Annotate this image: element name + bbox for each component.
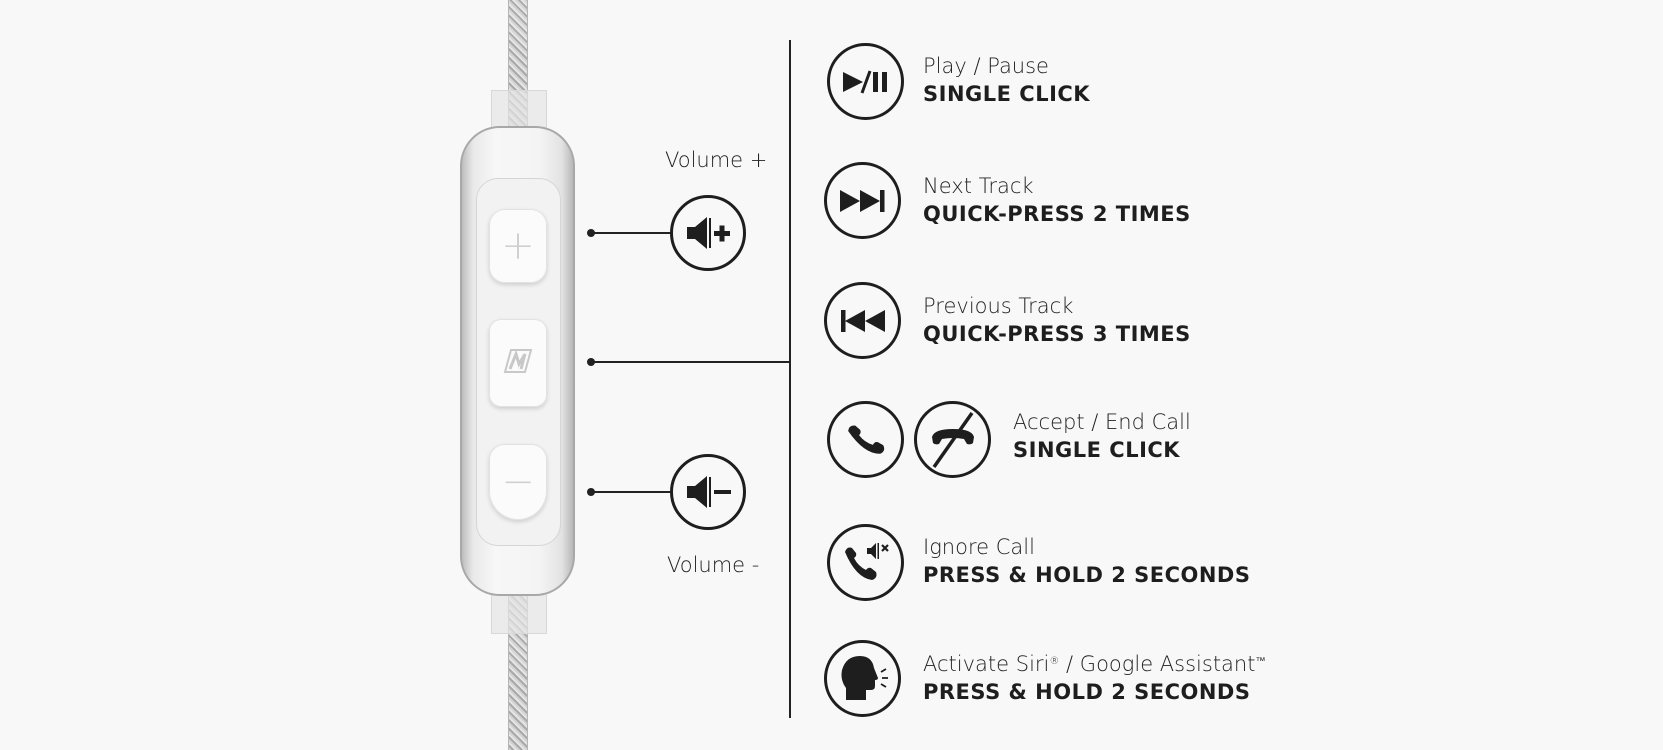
function-text: Previous Track QUICK-PRESS 3 TIMES <box>923 292 1191 348</box>
function-title: Activate Siri® / Google Assistant™ <box>923 650 1265 678</box>
function-text: Accept / End Call SINGLE CLICK <box>1013 408 1191 464</box>
plus-icon: + <box>501 223 535 269</box>
remote-body: + − <box>460 126 575 596</box>
function-action: PRESS & HOLD 2 SECONDS <box>923 680 1251 704</box>
accept-call-icon <box>827 401 904 478</box>
function-action: QUICK-PRESS 3 TIMES <box>923 322 1191 346</box>
next-track-icon <box>824 162 901 239</box>
function-title-rest: / Google Assistant <box>1059 652 1256 676</box>
volume-down-icon <box>670 454 746 530</box>
function-action: SINGLE CLICK <box>923 82 1091 106</box>
volume-up-button[interactable]: + <box>489 209 547 283</box>
center-leader-line <box>591 361 790 363</box>
minus-icon: − <box>501 459 535 505</box>
brand-logo-icon <box>501 343 535 383</box>
function-title: Play / Pause <box>923 54 1049 78</box>
cable-strain-relief-bottom <box>491 590 547 634</box>
previous-track-icon <box>824 282 901 359</box>
center-button[interactable] <box>489 319 547 407</box>
remote-inner-panel: + − <box>476 178 561 546</box>
function-title-main: Activate Siri <box>923 652 1050 676</box>
function-bracket-line <box>789 40 791 718</box>
function-title: Next Track <box>923 174 1034 198</box>
play-pause-icon <box>827 43 904 120</box>
volume-down-label: Volume - <box>667 553 760 577</box>
voice-assistant-icon <box>824 640 901 717</box>
function-action: QUICK-PRESS 2 TIMES <box>923 202 1191 226</box>
volume-down-leader-line <box>591 491 671 493</box>
registered-mark: ® <box>1049 656 1060 667</box>
ignore-call-icon <box>827 524 904 601</box>
volume-up-label: Volume + <box>665 148 768 172</box>
function-text: Ignore Call PRESS & HOLD 2 SECONDS <box>923 533 1251 589</box>
function-text: Play / Pause SINGLE CLICK <box>923 52 1090 108</box>
function-text: Next Track QUICK-PRESS 2 TIMES <box>923 172 1191 228</box>
volume-down-button[interactable]: − <box>489 444 547 520</box>
end-call-icon <box>914 401 991 478</box>
function-title: Previous Track <box>923 294 1074 318</box>
trademark-mark: ™ <box>1255 656 1266 667</box>
function-title: Accept / End Call <box>1013 410 1191 434</box>
function-action: PRESS & HOLD 2 SECONDS <box>923 563 1251 587</box>
function-title: Ignore Call <box>923 535 1035 559</box>
function-action: SINGLE CLICK <box>1013 438 1181 462</box>
volume-up-icon <box>670 195 746 271</box>
volume-up-leader-line <box>591 232 671 234</box>
function-text: Activate Siri® / Google Assistant™ PRESS… <box>923 650 1265 706</box>
